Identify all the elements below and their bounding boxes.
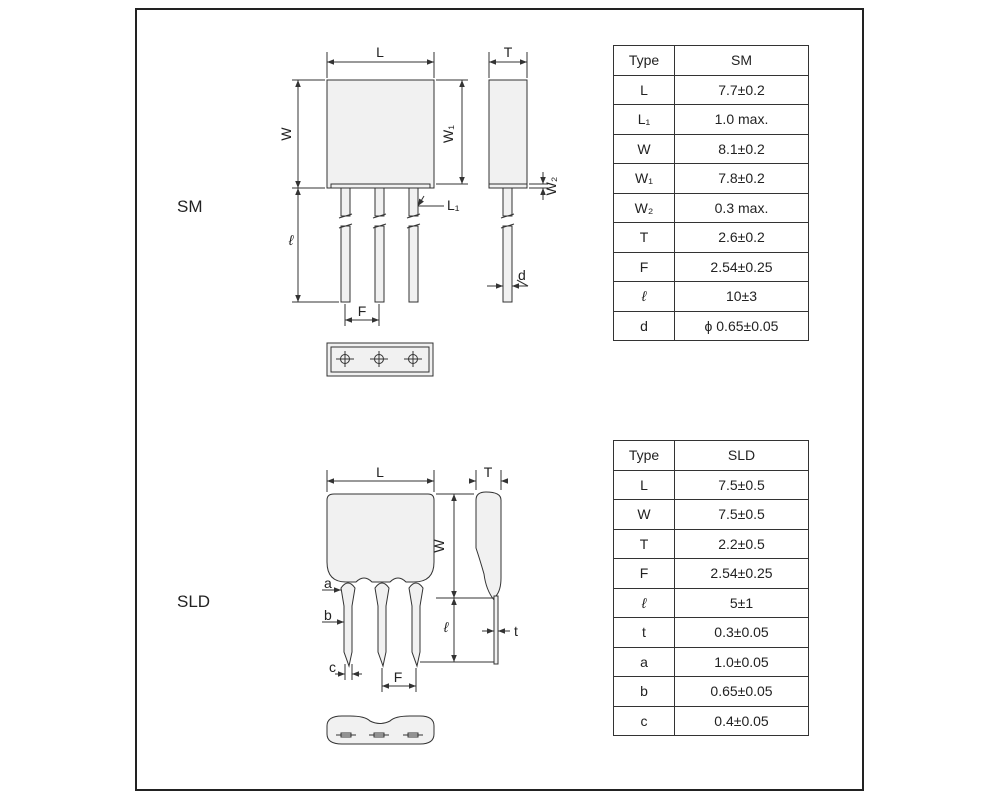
table-cell-param: c: [613, 705, 675, 736]
table-cell-param: d: [613, 310, 675, 341]
table-cell-param: t: [613, 617, 675, 648]
table-cell-value: 10±3: [674, 281, 809, 312]
table-header-row: Type SM: [613, 45, 809, 76]
table-cell-value: 7.8±0.2: [674, 163, 809, 194]
table-cell-value: 7.5±0.5: [674, 499, 809, 530]
sm-section-label: SM: [177, 197, 203, 216]
sld-dim-t: T: [484, 464, 493, 480]
sld-dim-f: F: [394, 669, 403, 685]
table-cell-value: 7.5±0.5: [674, 469, 809, 500]
table-cell-value: 2.54±0.25: [674, 251, 809, 282]
table-cell-value: 2.54±0.25: [674, 558, 809, 589]
sld-dim-ell: ℓ: [443, 619, 449, 635]
table-cell-param: L₁: [613, 104, 675, 135]
sm-dim-t: T: [504, 44, 513, 60]
table-header-model: SM: [674, 45, 809, 76]
sm-dim-d: d: [518, 267, 526, 283]
sm-dim-l: L: [376, 44, 384, 60]
table-cell-param: a: [613, 646, 675, 677]
table-cell-value: 7.7±0.2: [674, 74, 809, 105]
drawing-frame: [135, 8, 864, 791]
table-cell-value: 5±1: [674, 587, 809, 618]
table-cell-param: b: [613, 676, 675, 707]
sm-dim-w2: W₂: [543, 177, 559, 196]
table-cell-value: 1.0±0.05: [674, 646, 809, 677]
table-header-type: Type: [613, 440, 675, 471]
table-cell-param: T: [613, 222, 675, 253]
table-cell-value: 2.2±0.5: [674, 528, 809, 559]
table-cell-param: W: [613, 133, 675, 164]
table-cell-param: T: [613, 528, 675, 559]
table-cell-value: ϕ 0.65±0.05: [674, 310, 809, 341]
table-cell-param: F: [613, 251, 675, 282]
table-cell-param: L: [613, 74, 675, 105]
sld-bottom-view: [326, 715, 435, 745]
sld-dim-a: a: [324, 575, 332, 591]
table-cell-param: L: [613, 469, 675, 500]
table-cell-value: 0.3±0.05: [674, 617, 809, 648]
table-cell-value: 0.3 max.: [674, 192, 809, 223]
sld-front-view: [322, 470, 435, 692]
sm-dim-w: W: [278, 127, 294, 141]
sm-side-view: [487, 52, 548, 303]
table-cell-value: 1.0 max.: [674, 104, 809, 135]
table-cell-value: 0.4±0.05: [674, 705, 809, 736]
sm-dim-ell: ℓ: [288, 232, 294, 248]
table-cell-param: ℓ: [613, 587, 675, 618]
table-header-row: Type SLD: [613, 440, 809, 471]
sm-bottom-view: [326, 342, 434, 377]
sm-dim-w1: W₁: [440, 125, 456, 143]
sm-dim-f: F: [358, 303, 367, 319]
table-cell-param: W₁: [613, 163, 675, 194]
table-header-type: Type: [613, 45, 675, 76]
sld-dim-l: L: [376, 464, 384, 480]
table-header-model: SLD: [674, 440, 809, 471]
table-cell-param: ℓ: [613, 281, 675, 312]
table-cell-param: W₂: [613, 192, 675, 223]
sld-dim-t-lead: t: [514, 623, 518, 639]
sld-section-label: SLD: [177, 592, 211, 611]
table-cell-value: 2.6±0.2: [674, 222, 809, 253]
table-cell-param: W: [613, 499, 675, 530]
sld-dim-w: W: [431, 539, 447, 553]
sld-dim-b: b: [324, 607, 332, 623]
sm-front-view: [292, 52, 468, 326]
sm-dim-l1: L₁: [447, 197, 460, 213]
table-cell-value: 0.65±0.05: [674, 676, 809, 707]
table-cell-value: 8.1±0.2: [674, 133, 809, 164]
sld-side-view: [420, 470, 510, 665]
table-cell-param: F: [613, 558, 675, 589]
sld-dim-c: c: [329, 659, 336, 675]
